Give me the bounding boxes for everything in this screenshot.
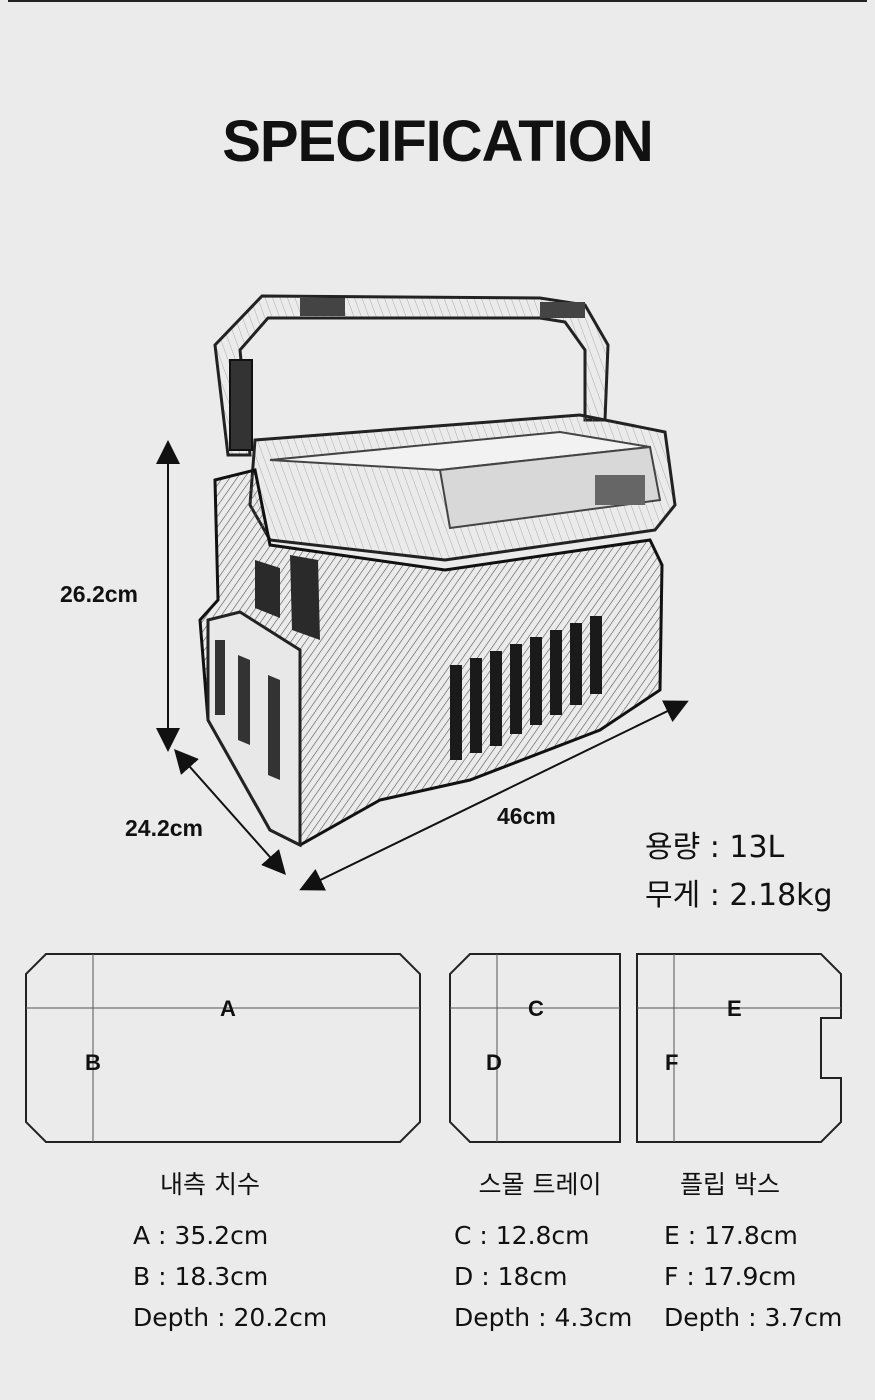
measurement-line: B : 18.3cm (133, 1262, 269, 1291)
weight-spec: 무게 : 2.18kg (645, 878, 833, 913)
top-divider (8, 0, 867, 2)
dimension-letter-c: C (528, 996, 544, 1021)
flip-box-label: 플립 박스 (680, 1170, 780, 1199)
inner-dimension-measurements: A : 35.2cm B : 18.3cm Depth : 20.2cm (133, 1215, 327, 1338)
small-tray-diagram: C D (448, 952, 622, 1145)
measurement-line: Depth : 3.7cm (664, 1303, 843, 1332)
flip-box-diagram: E F (635, 952, 845, 1145)
tackle-box-illustration (156, 294, 689, 891)
lid (248, 413, 677, 562)
inner-dimension-label: 내측 치수 (160, 1170, 260, 1199)
measurement-line: F : 17.9cm (664, 1262, 797, 1291)
page-title: SPECIFICATION (222, 109, 654, 174)
flip-box-measurements: E : 17.8cm F : 17.9cm Depth : 3.7cm (664, 1215, 842, 1338)
dimension-letter-e: E (727, 996, 742, 1021)
depth-dimension-label: 24.2cm (125, 815, 204, 841)
dimension-letter-f: F (665, 1050, 679, 1075)
capacity-spec: 용량 : 13L (645, 830, 785, 865)
measurement-line: E : 17.8cm (664, 1221, 798, 1250)
small-tray-label: 스몰 트레이 (478, 1170, 602, 1199)
measurement-line: A : 35.2cm (133, 1221, 269, 1250)
small-tray-measurements: C : 12.8cm D : 18cm Depth : 4.3cm (454, 1215, 632, 1338)
measurement-line: Depth : 4.3cm (454, 1303, 633, 1332)
inner-dimension-diagram: A B (24, 952, 422, 1145)
dimension-letter-b: B (85, 1050, 101, 1075)
height-dimension-label: 26.2cm (60, 581, 139, 607)
measurement-line: C : 12.8cm (454, 1221, 590, 1250)
measurement-line: D : 18cm (454, 1262, 568, 1291)
width-arrow (299, 700, 689, 891)
dimension-letter-a: A (220, 996, 236, 1021)
dimension-letter-d: D (486, 1050, 502, 1075)
width-dimension-label: 46cm (497, 803, 556, 829)
depth-arrow (174, 749, 286, 875)
measurement-line: Depth : 20.2cm (133, 1303, 328, 1332)
